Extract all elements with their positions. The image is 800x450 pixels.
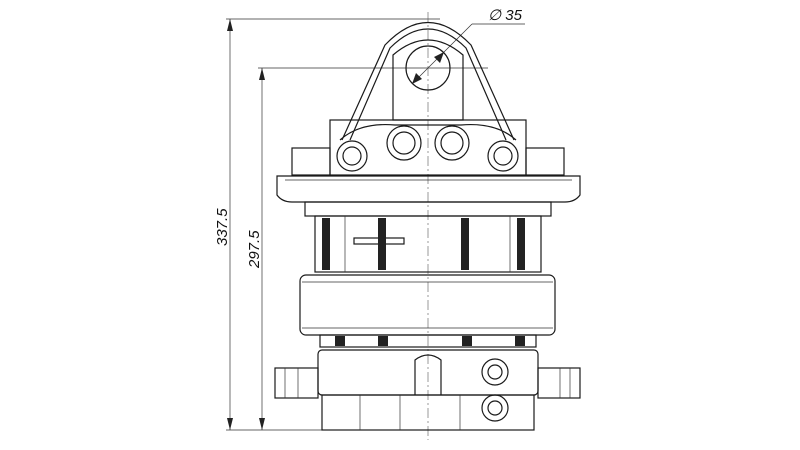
dimension-overall-height: [226, 18, 440, 431]
hole-center-height-label: 297.5: [246, 230, 263, 269]
left-fitting: [274, 367, 319, 399]
top-flange: [276, 175, 581, 217]
hydraulic-ports: [291, 119, 565, 176]
lower-housing: [299, 274, 556, 348]
dimension-hole-center-height: [258, 67, 488, 430]
dimension-hole-diameter: [411, 23, 525, 85]
overall-height-label: 337.5: [214, 208, 231, 246]
rotator-body: [314, 215, 542, 273]
right-fitting: [537, 367, 581, 399]
hole-diameter-label: ∅ 35: [488, 7, 523, 24]
mounting-eye: [339, 22, 517, 141]
bottom-valve-block: [274, 349, 581, 431]
eye-hole: [405, 45, 451, 91]
